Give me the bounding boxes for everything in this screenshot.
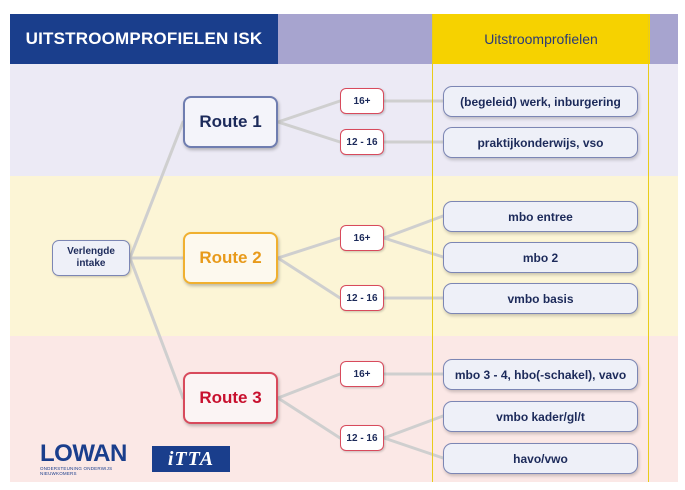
header-spacer <box>278 14 432 64</box>
route-1-age-16plus: 16+ <box>340 88 384 114</box>
lowan-wordmark: LOWAN <box>40 440 127 467</box>
itta-logo: iTTA <box>152 446 230 472</box>
route-3-age-16plus: 16+ <box>340 361 384 387</box>
intake-node: Verlengde intake <box>52 240 130 276</box>
route-3-label: Route 3 <box>199 388 262 407</box>
page-title: UITSTROOMPROFIELEN ISK <box>10 14 278 64</box>
intake-label-line2: intake <box>76 258 106 269</box>
route-1-node: Route 1 <box>183 96 278 148</box>
header-spacer-right <box>650 14 678 64</box>
outcome-vmbo-kader: vmbo kader/gl/t <box>443 401 638 432</box>
lowan-tagline: ONDERSTEUNING ONDERWIJS NIEUWKOMERS <box>40 466 113 476</box>
outcome-mbo-entree: mbo entree <box>443 201 638 232</box>
route-2-age-16plus: 16+ <box>340 225 384 251</box>
column-title: Uitstroomprofielen <box>432 14 650 64</box>
route-1-age-12-16: 12 - 16 <box>340 129 384 155</box>
route-2-age-12-16: 12 - 16 <box>340 285 384 311</box>
outcome-mbo-2: mbo 2 <box>443 242 638 273</box>
route-2-node: Route 2 <box>183 232 278 284</box>
outcome-praktijkonderwijs: praktijkonderwijs, vso <box>443 127 638 158</box>
intake-label-line1: Verlengde <box>67 246 115 257</box>
outcome-begeleid-werk: (begeleid) werk, inburgering <box>443 86 638 117</box>
route-3-node: Route 3 <box>183 372 278 424</box>
outcome-vmbo-basis: vmbo basis <box>443 283 638 314</box>
route-2-label: Route 2 <box>199 248 262 267</box>
outcome-mbo-3-4: mbo 3 - 4, hbo(-schakel), vavo <box>443 359 638 390</box>
outcome-havo-vwo: havo/vwo <box>443 443 638 474</box>
route-1-label: Route 1 <box>199 112 262 131</box>
route-3-age-12-16: 12 - 16 <box>340 425 384 451</box>
lowan-logo: LOWAN ONDERSTEUNING ONDERWIJS NIEUWKOMER… <box>40 440 140 480</box>
